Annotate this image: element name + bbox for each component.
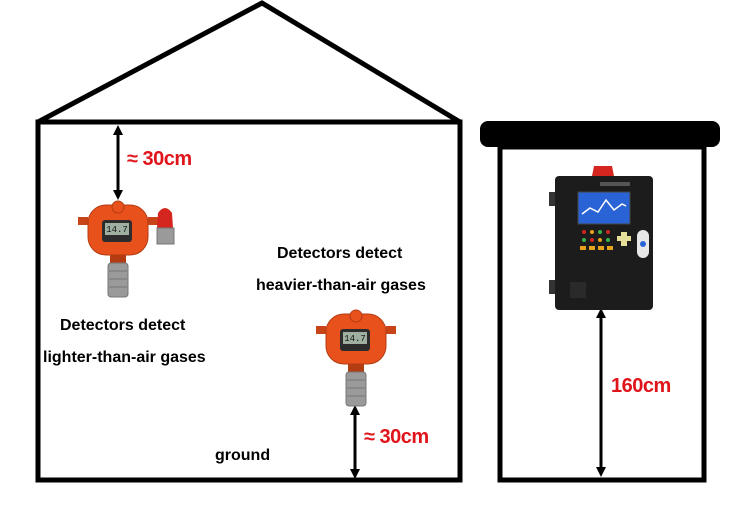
controller-enclosure bbox=[480, 121, 720, 483]
detector-reading: 14.7 bbox=[344, 334, 366, 344]
controller-alarm-light bbox=[592, 166, 614, 176]
heavier-gas-caption-line1: Detectors detect bbox=[277, 245, 403, 262]
controller-keypad bbox=[580, 230, 649, 258]
floor-distance-label: ≈ 30cm bbox=[364, 426, 429, 448]
alarm-beacon bbox=[156, 208, 175, 245]
detector-sensor bbox=[107, 262, 129, 298]
gas-alarm-controller bbox=[549, 166, 653, 310]
detector-reading: 14.7 bbox=[106, 225, 128, 235]
lighter-gas-caption-line2: lighter-than-air gases bbox=[43, 349, 206, 366]
gas-detector-ceiling: 14.7 bbox=[78, 200, 158, 298]
house-wall bbox=[35, 119, 463, 483]
heavier-gas-caption-line2: heavier-than-air gases bbox=[256, 277, 426, 294]
controller-height-label: 160cm bbox=[611, 375, 671, 397]
house-outline bbox=[35, 0, 463, 483]
ceiling-distance-label: ≈ 30cm bbox=[127, 148, 192, 170]
detector-sensor bbox=[345, 371, 367, 407]
lighter-gas-caption-line1: Detectors detect bbox=[60, 317, 186, 334]
ground-label: ground bbox=[215, 447, 271, 464]
enclosure-wall bbox=[497, 144, 707, 483]
gas-detector-floor: 14.7 bbox=[316, 309, 396, 407]
controller-screen bbox=[577, 191, 631, 225]
enclosure-top-bar bbox=[480, 121, 720, 147]
house-roof bbox=[36, 0, 462, 125]
